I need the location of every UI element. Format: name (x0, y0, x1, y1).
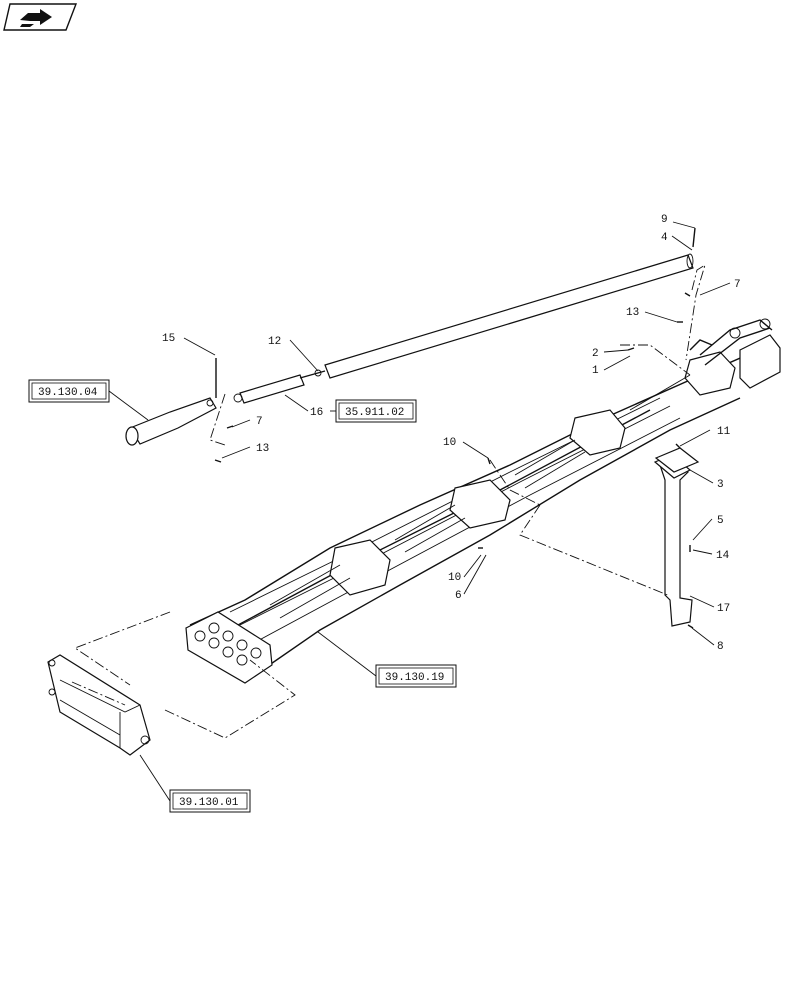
book-page-arrow-icon (20, 9, 52, 27)
ref-box-39-130-04[interactable]: 39.130.04 (28, 379, 110, 403)
assembly-lines (71, 263, 706, 739)
callout-4: 4 (661, 232, 668, 244)
leader-lines (108, 221, 731, 802)
callout-15: 15 (162, 333, 175, 345)
callout-2: 2 (592, 348, 599, 360)
callout-11: 11 (717, 426, 731, 438)
front-bulkhead-plate (185, 611, 273, 684)
svg-text:39.130.19: 39.130.19 (385, 672, 444, 684)
callout-3: 3 (717, 479, 724, 491)
hardware (214, 227, 696, 629)
callout-10b: 10 (448, 572, 461, 584)
callout-6: 6 (455, 590, 462, 602)
callout-12: 12 (268, 336, 281, 348)
svg-text:35.911.02: 35.911.02 (345, 407, 404, 419)
main-frame (189, 318, 781, 669)
callout-5: 5 (717, 515, 724, 527)
callout-13b: 13 (256, 443, 269, 455)
callout-9: 9 (661, 214, 668, 226)
ref-box-35-911-02[interactable]: 35.911.02 (335, 399, 417, 423)
callout-10: 10 (443, 437, 456, 449)
callout-8: 8 (717, 641, 724, 653)
callout-17: 17 (717, 603, 730, 615)
nav-book-icon[interactable] (3, 3, 78, 31)
callout-7: 7 (734, 279, 741, 291)
callout-16: 16 (310, 407, 323, 419)
hose-support-bracket (653, 447, 700, 627)
callout-1: 1 (592, 365, 599, 377)
top-link-tube (233, 253, 694, 404)
ref-box-39-130-19[interactable]: 39.130.19 (375, 664, 457, 688)
svg-text:39.130.01: 39.130.01 (179, 797, 239, 809)
callouts: 9 4 7 13 2 1 15 12 16 7 13 10 11 3 5 14 … (162, 214, 741, 653)
hitch-tongue (125, 397, 217, 446)
callout-7b: 7 (256, 416, 263, 428)
ref-box-39-130-01[interactable]: 39.130.01 (169, 789, 251, 813)
callout-13: 13 (626, 307, 639, 319)
svg-text:39.130.04: 39.130.04 (38, 387, 98, 399)
callout-14: 14 (716, 550, 730, 562)
front-hitch-box (47, 654, 151, 756)
